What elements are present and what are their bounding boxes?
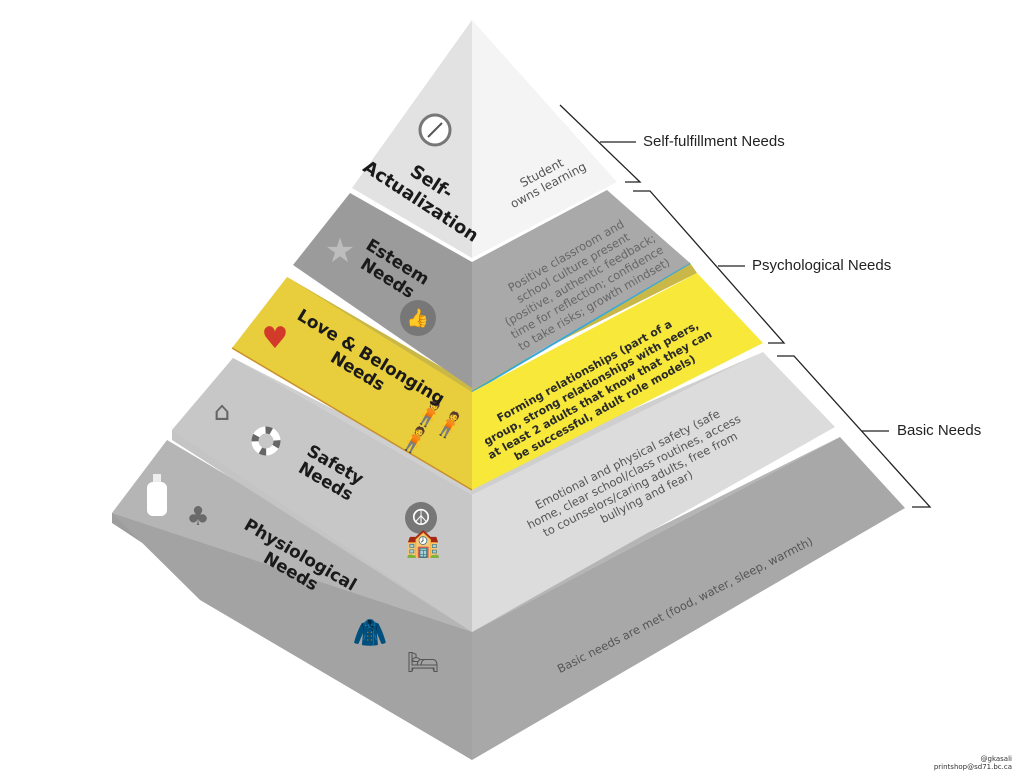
love-right-face (472, 273, 763, 490)
esteem-left-face (293, 193, 472, 388)
life-ring-icon (250, 425, 282, 457)
bracket-self-fulfillment (559, 104, 642, 183)
group-label-basic: Basic Needs (897, 422, 982, 439)
star-icon: ★ (324, 231, 356, 271)
group-label-self-fulfillment: Self-fulfillment Needs (643, 133, 785, 150)
heart-icon: ♥ (261, 320, 289, 356)
school-icon: 🏫 (405, 525, 441, 559)
esteem-right-face (472, 190, 690, 390)
bed-icon: 🛏 (406, 648, 440, 678)
peace-icon: ☮ (405, 502, 437, 534)
physiological-right-face (472, 437, 905, 760)
compass-icon (418, 113, 452, 147)
self-actualization-right-face (472, 20, 617, 258)
safety-right-face (472, 352, 835, 632)
love-left-face (232, 277, 472, 490)
thumbs-up-icon: 👍 (400, 300, 436, 336)
physiological-ledge (112, 437, 840, 632)
apple-icon: ♣ (186, 502, 210, 532)
water-bottle-icon (143, 472, 171, 518)
clothes-icon: 🧥 (352, 615, 388, 649)
self-actualization-left-face (352, 20, 472, 258)
safety-left-face-main (172, 358, 472, 632)
love-ledge (287, 263, 697, 392)
group-label-psychological: Psychological Needs (752, 257, 892, 274)
bracket-psychological (633, 190, 786, 344)
physiological-left-face-main (112, 513, 472, 760)
house-icon: ⌂ (213, 397, 231, 427)
